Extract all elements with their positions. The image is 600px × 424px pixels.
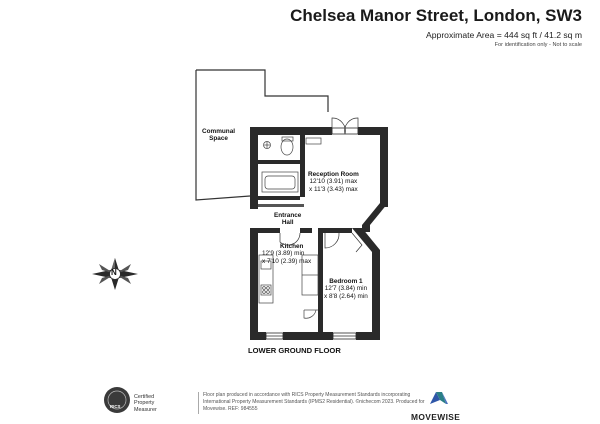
- scale-note: For identification only - Not to scale: [494, 42, 582, 48]
- rics-badge: [104, 387, 130, 413]
- movewise-logo: [430, 392, 448, 404]
- kitchen-dim1: 12'9 (3.89) min: [262, 250, 305, 258]
- entrance-line2: Hall: [281, 219, 294, 227]
- entrance-hall-label: Entrance Hall: [274, 212, 301, 227]
- outer-walls: [250, 127, 388, 340]
- rics-line-2: Property: [134, 400, 155, 407]
- bedroom-dim1: 12'7 (3.84) min: [324, 285, 368, 293]
- reception-name: Reception Room: [308, 171, 359, 178]
- bathroom-fixtures: [261, 136, 322, 193]
- entrance-door: [279, 232, 301, 246]
- bedroom-label: Bedroom 1 12'7 (3.84) min x 8'8 (2.64) m…: [324, 278, 368, 300]
- compass-letter: N: [111, 268, 117, 277]
- bedroom-name: Bedroom 1: [329, 278, 363, 285]
- movewise-brand: MOVEWISE: [411, 412, 461, 422]
- reception-room-label: Reception Room 12'10 (3.91) max x 11'3 (…: [308, 171, 359, 193]
- rics-line-3: Measurer: [134, 406, 157, 413]
- rics-certified-text: Certified Property Measurer: [134, 394, 157, 413]
- kitchen-fixtures: [258, 254, 319, 319]
- rics-line-1: Certified: [134, 394, 155, 400]
- property-title: Chelsea Manor Street, London, SW3: [290, 6, 582, 25]
- kitchen-name: Kitchen: [280, 243, 304, 250]
- entrance-line1: Entrance: [274, 212, 302, 219]
- approximate-area: Approximate Area = 444 sq ft / 41.2 sq m: [426, 30, 582, 40]
- bedroom-door: [324, 232, 363, 253]
- compass-rose: [92, 258, 138, 290]
- floor-label: LOWER GROUND FLOOR: [248, 346, 341, 355]
- french-doors: [331, 117, 359, 135]
- footer-divider: [198, 392, 199, 414]
- reception-dim2: x 11'3 (3.43) max: [309, 185, 358, 193]
- communal-space-label: Communal Space: [202, 128, 235, 143]
- reception-dim1: 12'10 (3.91) max: [309, 178, 358, 186]
- kitchen-label: Kitchen 12'9 (3.89) min x 7'10 (2.39) ma…: [262, 243, 311, 265]
- communal-line1: Communal: [202, 128, 236, 135]
- communal-line2: Space: [209, 135, 228, 143]
- rics-badge-text: RICS: [110, 404, 121, 409]
- disclaimer-text: Floor plan produced in accordance with R…: [203, 392, 425, 412]
- bedroom-dim2: x 8'8 (2.64) min: [324, 292, 368, 300]
- kitchen-dim2: x 7'10 (2.39) max: [262, 257, 312, 265]
- communal-space-outline: [195, 69, 329, 201]
- internal-walls: [258, 135, 352, 332]
